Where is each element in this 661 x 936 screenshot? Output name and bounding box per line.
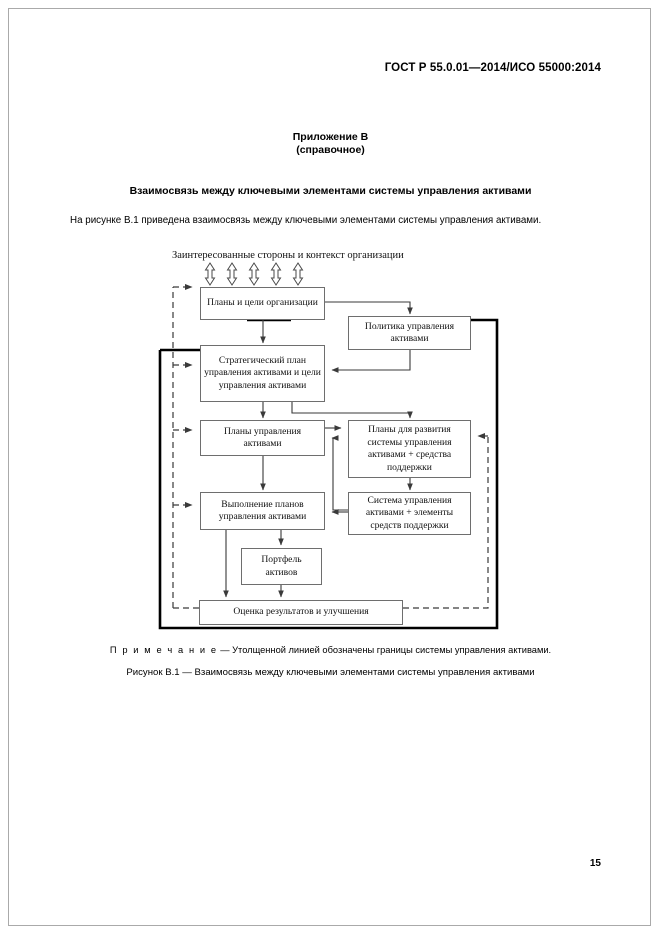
node-label: Выполнение планов управления активами <box>218 498 307 523</box>
note-text: — Утолщенной линией обозначены границы с… <box>220 645 552 655</box>
node-plan-execution: Выполнение планов управления активами <box>200 492 325 530</box>
page-number: 15 <box>589 858 601 869</box>
node-asset-management-system: Система управления активами + элементы с… <box>348 492 471 535</box>
note-label: П р и м е ч а н и е <box>109 645 218 655</box>
figure-note: П р и м е ч а н и е — Утолщенной линией … <box>0 645 661 655</box>
node-label: Политика управления активами <box>364 320 455 345</box>
node-asset-management-policy: Политика управления активами <box>348 316 471 350</box>
node-label: Планы управления активами <box>223 425 302 450</box>
section-title: Взаимосвязь между ключевыми элементами с… <box>129 185 532 197</box>
annex-title: Приложение В <box>292 131 369 143</box>
annex-subtitle: (справочное) <box>296 144 365 156</box>
node-asset-management-plans: Планы управления активами <box>200 420 325 456</box>
node-label: Планы для развития системы управления ак… <box>367 424 452 473</box>
node-label: Оценка результатов и улучшения <box>233 606 369 618</box>
node-plans-and-goals: Планы и цели организации <box>200 287 325 320</box>
node-label: Портфель активов <box>261 554 302 578</box>
document-header-standard-number: ГОСТ Р 55.0.01—2014/ИСО 55000:2014 <box>384 62 601 74</box>
stakeholders-context-label: Заинтересованные стороны и контекст орга… <box>172 250 404 261</box>
node-label: Стратегический план управления активами … <box>204 354 321 391</box>
figure-b1-diagram: Заинтересованные стороны и контекст орга… <box>0 240 661 640</box>
stakeholder-double-arrows <box>204 262 304 286</box>
node-evaluation-and-improvement: Оценка результатов и улучшения <box>199 600 403 625</box>
node-strategic-asset-management-plan: Стратегический план управления активами … <box>200 345 325 402</box>
node-development-plans: Планы для развития системы управления ак… <box>348 420 471 478</box>
intro-paragraph: На рисунке В.1 приведена взаимосвязь меж… <box>70 215 542 226</box>
flow-connectors <box>223 301 413 598</box>
feedback-connectors <box>172 283 489 609</box>
annex-heading: Приложение В (справочное) <box>0 131 661 157</box>
diagram-connectors <box>158 262 499 630</box>
figure-caption: Рисунок В.1 — Взаимосвязь между ключевым… <box>126 667 535 678</box>
page-border <box>8 8 651 926</box>
node-label: Планы и цели организации <box>207 297 318 309</box>
node-asset-portfolio: Портфель активов <box>241 548 322 585</box>
node-label: Система управления активами + элементы с… <box>365 494 454 531</box>
